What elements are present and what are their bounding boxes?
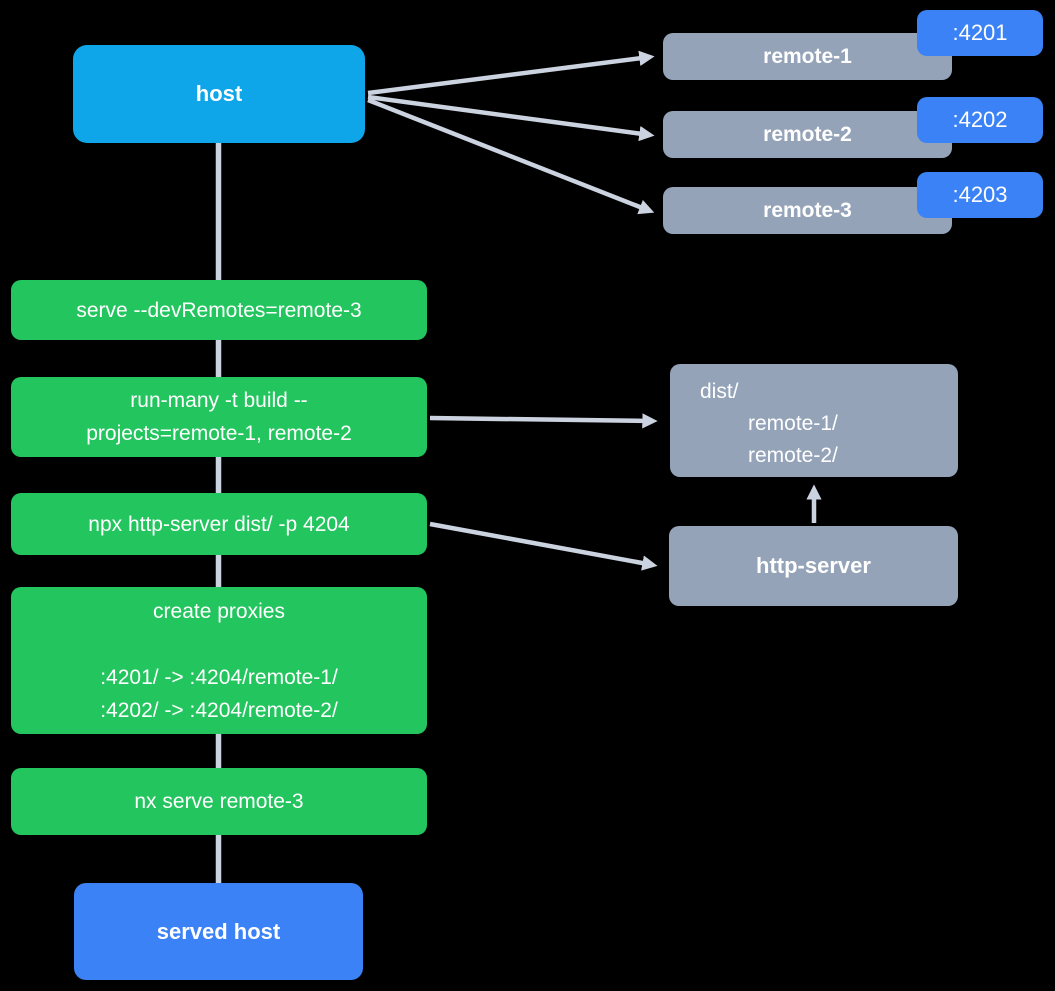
port-badge-4202: :4202 [917,97,1043,143]
port-badge-4201: :4201 [917,10,1043,56]
host-node: host [73,45,365,143]
arrow-build-to-dist [429,413,658,429]
arrow-npx-to-http-server [429,521,658,571]
remote-3-node: remote-3 [663,187,952,234]
http-server-node: http-server [669,526,958,606]
arrow-host-to-remote-1 [367,50,655,96]
step-run-many-build: run-many -t build -- projects=remote-1, … [11,377,427,457]
served-host-node: served host [74,883,363,980]
step-serve-devremotes: serve --devRemotes=remote-3 [11,280,427,340]
arrow-host-to-remote-3 [367,97,655,215]
step-nx-serve-remote-3: nx serve remote-3 [11,768,427,835]
arrow-host-to-remote-2 [367,94,655,142]
dist-child-remote-2: remote-2/ [748,444,838,467]
dist-child-remote-1: remote-1/ [748,412,838,435]
remote-2-node: remote-2 [663,111,952,158]
dist-root-label: dist/ [700,380,739,403]
step-npx-http-server: npx http-server dist/ -p 4204 [11,493,427,555]
port-badge-4203: :4203 [917,172,1043,218]
dist-folder-node: dist/ remote-1/ remote-2/ [670,364,958,477]
remote-1-node: remote-1 [663,33,952,80]
step-create-proxies: create proxies :4201/ -> :4204/remote-1/… [11,587,427,734]
